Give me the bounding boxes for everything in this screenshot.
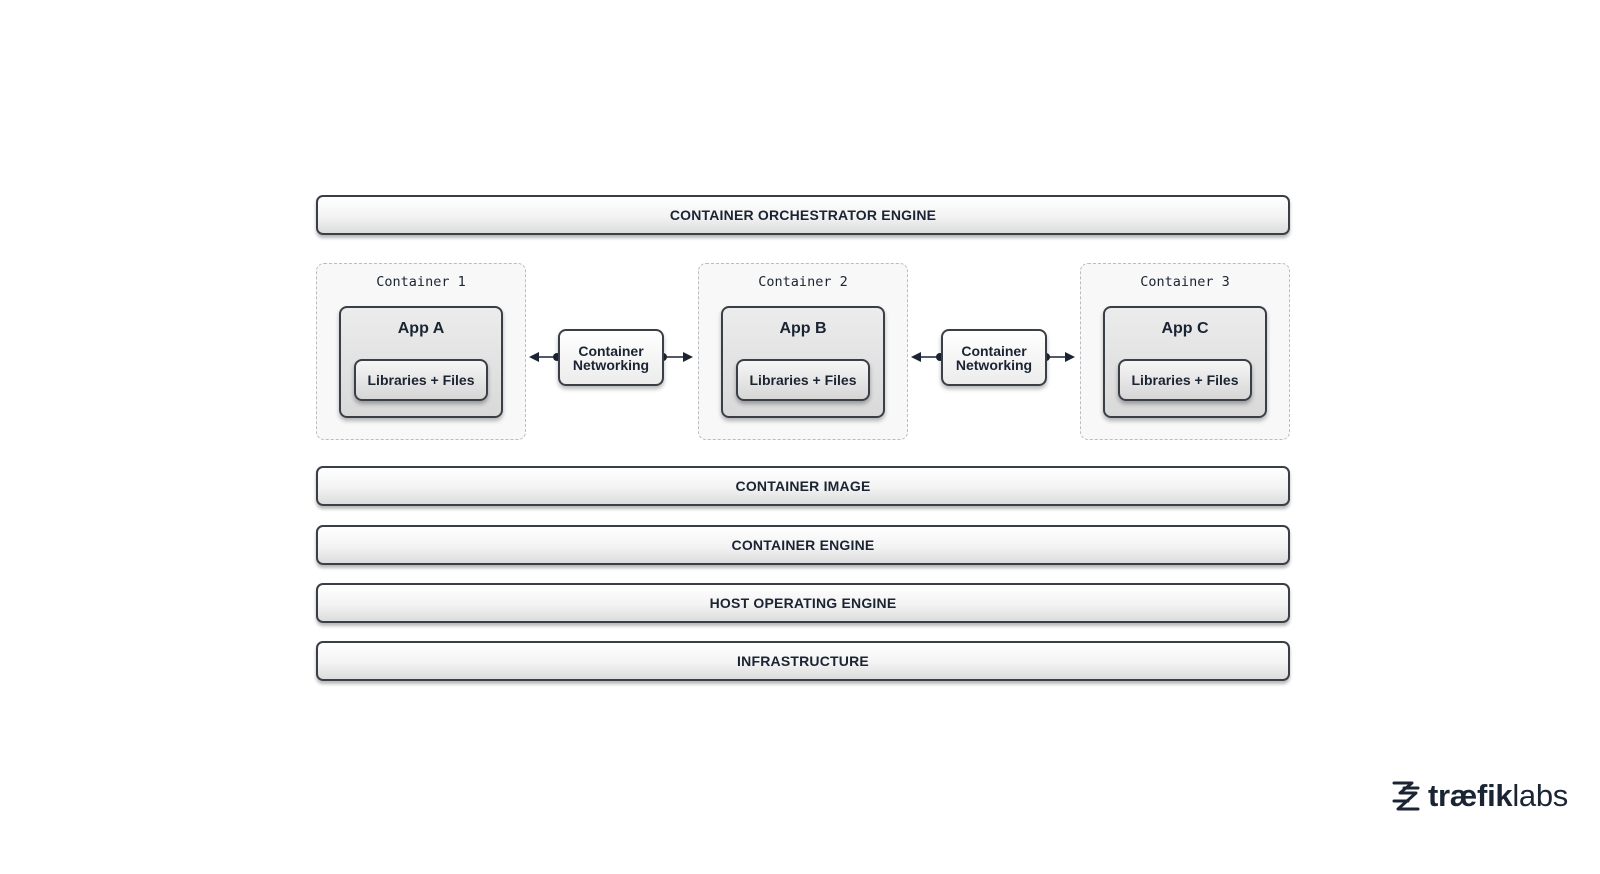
container-3: Container 3 App C Libraries + Files: [1080, 263, 1290, 440]
container-2: Container 2 App B Libraries + Files: [698, 263, 908, 440]
container-engine-label: CONTAINER ENGINE: [731, 537, 875, 553]
app-a-label: App A: [397, 320, 445, 337]
container-networking-2: Container Networking: [941, 329, 1047, 386]
logo-wordmark-light: labs: [1512, 778, 1568, 813]
container-networking-1: Container Networking: [558, 329, 664, 386]
infrastructure-label: INFRASTRUCTURE: [737, 653, 869, 669]
container-engine-layer: CONTAINER ENGINE: [316, 525, 1290, 565]
libraries-files-box: Libraries + Files: [1118, 359, 1252, 401]
container-image-label: CONTAINER IMAGE: [735, 478, 871, 494]
infrastructure-layer: INFRASTRUCTURE: [316, 641, 1290, 681]
libraries-files-label: Libraries + Files: [749, 372, 857, 388]
libraries-files-box: Libraries + Files: [354, 359, 488, 401]
host-os-label: HOST OPERATING ENGINE: [709, 595, 897, 611]
networking-line-1: Container: [578, 342, 644, 359]
app-b-box: App B Libraries + Files: [721, 306, 885, 418]
traefiklabs-logo: træfiklabs: [1390, 776, 1568, 816]
traefik-logo-icon: [1392, 781, 1420, 811]
container-2-label: Container 2: [758, 274, 848, 290]
app-c-label: App C: [1161, 320, 1209, 337]
networking-line-2: Networking: [955, 356, 1033, 373]
container-1: Container 1 App A Libraries + Files: [316, 263, 526, 440]
container-image-layer: CONTAINER IMAGE: [316, 466, 1290, 506]
libraries-files-box: Libraries + Files: [736, 359, 870, 401]
container-1-label: Container 1: [376, 274, 466, 290]
app-c-box: App C Libraries + Files: [1103, 306, 1267, 418]
logo-wordmark-bold: træfik: [1428, 778, 1513, 813]
container-3-label: Container 3: [1140, 274, 1230, 290]
libraries-files-label: Libraries + Files: [367, 372, 475, 388]
networking-line-2: Networking: [572, 356, 650, 373]
orchestrator-layer: CONTAINER ORCHESTRATOR ENGINE: [316, 195, 1290, 235]
libraries-files-label: Libraries + Files: [1131, 372, 1239, 388]
host-os-layer: HOST OPERATING ENGINE: [316, 583, 1290, 623]
networking-line-1: Container: [961, 342, 1027, 359]
logo-wordmark: træfiklabs: [1428, 778, 1568, 814]
app-a-box: App A Libraries + Files: [339, 306, 503, 418]
orchestrator-label: CONTAINER ORCHESTRATOR ENGINE: [669, 207, 937, 223]
app-b-label: App B: [779, 320, 827, 337]
